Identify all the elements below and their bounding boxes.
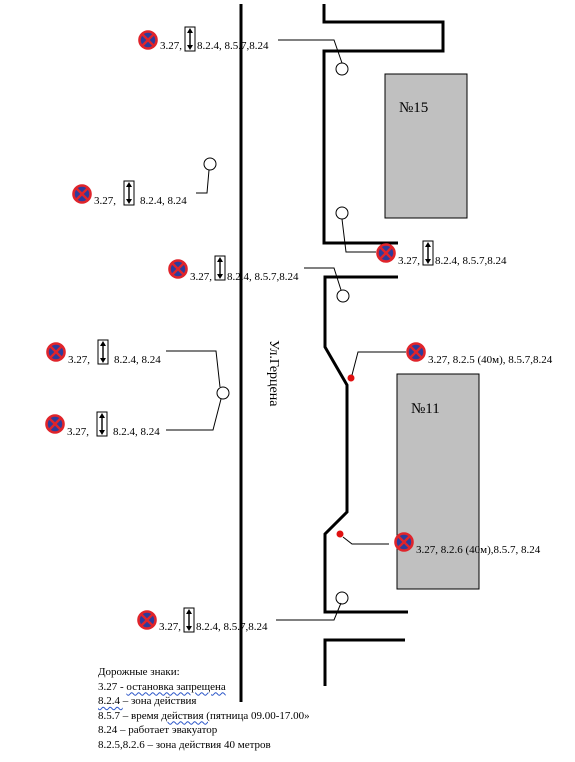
zone-plate-icon xyxy=(184,26,196,52)
sign-label-4a: 3.27, xyxy=(190,271,212,283)
sign-pole-3 xyxy=(335,206,349,220)
legend-line-2: 8.2.4 – зона действия xyxy=(98,695,197,707)
legend-line-1: 3.27 - остановка запрещена xyxy=(98,680,226,693)
sign-label-2b: 8.2.4, 8.24 xyxy=(140,195,187,207)
leader-5 xyxy=(166,350,221,388)
curb-bottom xyxy=(323,638,405,686)
street-name: Ул.Герцена xyxy=(266,340,281,407)
legend-line-5: 8.2.5,8.2.6 – зона действия 40 метров xyxy=(98,738,271,751)
sign-pole-2 xyxy=(203,157,217,171)
sign-label-4b: 8.2.4, 8.5.7,8.24 xyxy=(227,271,299,283)
leader-9 xyxy=(276,602,342,621)
zone-plate-icon xyxy=(97,339,109,365)
sign-label-5a: 3.27, xyxy=(68,354,90,366)
building-11 xyxy=(396,373,480,590)
no-stopping-sign-icon xyxy=(394,532,414,552)
no-stopping-sign-icon xyxy=(168,259,188,279)
zone-plate-icon xyxy=(123,180,135,206)
sign-pole-4 xyxy=(336,289,350,303)
curb-middle xyxy=(323,275,408,614)
building-11-label: №11 xyxy=(411,401,440,417)
sign-label-2a: 3.27, xyxy=(94,195,116,207)
curb-top xyxy=(322,4,445,245)
leader-7 xyxy=(351,351,406,376)
zone-plate-icon xyxy=(214,255,226,281)
leader-2 xyxy=(196,169,210,194)
sign-pole-1 xyxy=(335,62,349,76)
sign-label-7: 3.27, 8.2.5 (40м), 8.5.7,8.24 xyxy=(428,354,553,366)
no-stopping-sign-icon xyxy=(406,342,426,362)
no-stopping-sign-icon xyxy=(46,342,66,362)
sign-label-9b: 8.2.4, 8.5.7,8.24 xyxy=(196,621,268,633)
leader-lines xyxy=(166,39,406,621)
sign-label-3b: 8.2.4, 8.5.7,8.24 xyxy=(435,255,507,267)
sign-label-9a: 3.27, xyxy=(159,621,181,633)
sign-label-6a: 3.27, xyxy=(67,426,89,438)
sign-label-8: 3.27, 8.2.6 (40м),8.5.7, 8.24 xyxy=(416,544,541,556)
no-stopping-sign-icon xyxy=(72,184,92,204)
legend: Дорожные знаки: 3.27 - остановка запреще… xyxy=(98,665,310,752)
leader-6 xyxy=(166,398,222,431)
sign-label-6b: 8.2.4, 8.24 xyxy=(113,426,160,438)
sign-pole-5 xyxy=(216,386,230,400)
marker-red-1 xyxy=(347,374,355,382)
zone-plate-icon xyxy=(96,411,108,437)
legend-line-3: 8.5.7 – время действия (пятница 09.00-17… xyxy=(98,709,310,722)
legend-title: Дорожные знаки: xyxy=(98,666,180,678)
building-15-label: №15 xyxy=(399,100,429,116)
building-15 xyxy=(384,73,468,219)
marker-red-2 xyxy=(336,530,344,538)
sign-label-5b: 8.2.4, 8.24 xyxy=(114,354,161,366)
no-stopping-sign-icon xyxy=(45,414,65,434)
sign-label-1a: 3.27, xyxy=(160,40,182,52)
legend-line-4: 8.24 – работает эвакуатор xyxy=(98,724,218,736)
leader-1 xyxy=(278,39,343,64)
leader-3 xyxy=(341,218,376,253)
zone-plate-icon xyxy=(422,240,434,266)
sign-pole-6 xyxy=(335,591,349,605)
sign-label-3a: 3.27, xyxy=(398,255,420,267)
leader-8 xyxy=(342,536,389,545)
no-stopping-sign-icon xyxy=(138,30,158,50)
no-stopping-sign-icon xyxy=(376,243,396,263)
zone-plate-icon xyxy=(183,607,195,633)
leader-4 xyxy=(304,267,342,291)
sign-label-1b: 8.2.4, 8.5.7,8.24 xyxy=(197,40,269,52)
no-stopping-sign-icon xyxy=(137,610,157,630)
